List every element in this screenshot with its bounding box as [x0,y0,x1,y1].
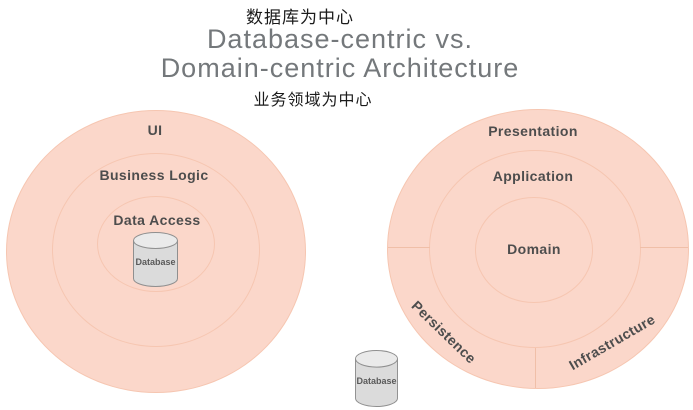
title-line-2: Domain-centric Architecture [160,53,520,83]
label-presentation: Presentation [488,123,578,139]
database-cylinder-icon: Database [133,232,178,287]
segment-divider-bottom [535,348,536,388]
label-application: Application [492,168,574,184]
ring-business-logic [52,153,260,347]
ring-domain [475,197,593,303]
external-database-cylinder-icon: Database [355,350,398,407]
page-title: Database-centric vs. Domain-centric Arch… [40,25,640,83]
label-business-logic: Business Logic [99,167,209,183]
label-data-access: Data Access [113,212,201,228]
database-cylinder-label: Database [135,257,176,268]
cylinder-shape-icon [355,350,398,407]
label-domain: Domain [507,241,561,257]
chinese-caption-database-centric: 数据库为中心 [246,8,354,27]
cylinder-shape-icon [133,232,178,287]
chinese-caption-domain-centric: 业务领域为中心 [253,92,373,109]
external-database-cylinder-label: Database [356,376,397,387]
segment-divider-right [640,247,688,248]
segment-divider-left [388,247,430,248]
label-ui: UI [147,122,163,138]
title-line-1: Database-centric vs. [206,24,474,54]
